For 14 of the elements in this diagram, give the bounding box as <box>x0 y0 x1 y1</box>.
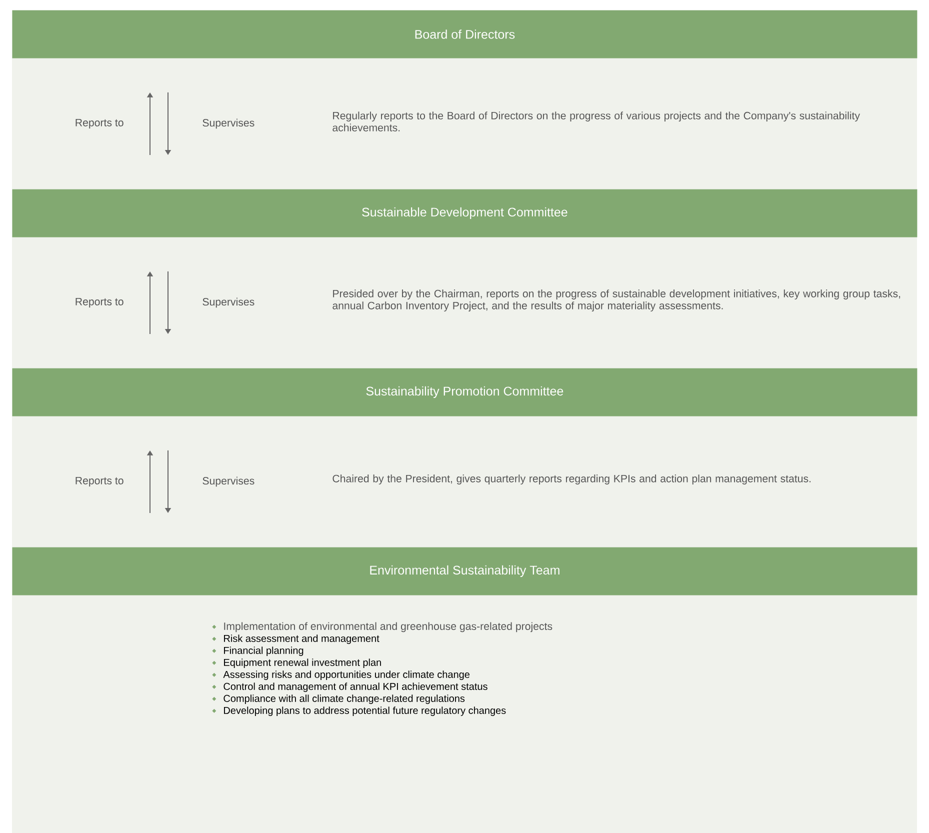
header-band: Board of Directors <box>12 10 918 58</box>
description-text: Chaired by the President, gives quarterly reports regarding KPIs and action plan management status. <box>332 474 811 484</box>
description-text: Presided over by the Chairman, reports on the progress of sustainable development initiatives, key working group tasks, annual Carbon Inventory Project, and the results of major materiality assessments. <box>332 290 900 312</box>
edge-label: Reports to <box>76 118 124 128</box>
edge-label: Reports to <box>76 298 124 308</box>
header-band: Sustainability Promotion Committee <box>12 368 918 416</box>
edge-label: Reports to <box>76 476 124 486</box>
edge-label: Supervises <box>202 298 254 308</box>
description-text: Regularly reports to the Board of Directors on the progress of various projects and the Company's sustainability achievements. <box>332 112 860 132</box>
edge-label: Supervises <box>202 476 254 487</box>
header-band: Sustainable Development Committee <box>12 189 918 238</box>
edge-label: Supervises <box>202 118 254 129</box>
bullet-list: Implementation of environmental and greenhouse gas-related projects Risk assessment and management Financial planning Equipment renewal investment plan Assessing risks and opportunities under climate change Control and management of annual KPI achievement status Compliance with all climate change-related regulations Developing plans to address potential future regulatory changes <box>212 622 552 716</box>
header-band: Environmental Sustainability Team <box>12 547 918 596</box>
